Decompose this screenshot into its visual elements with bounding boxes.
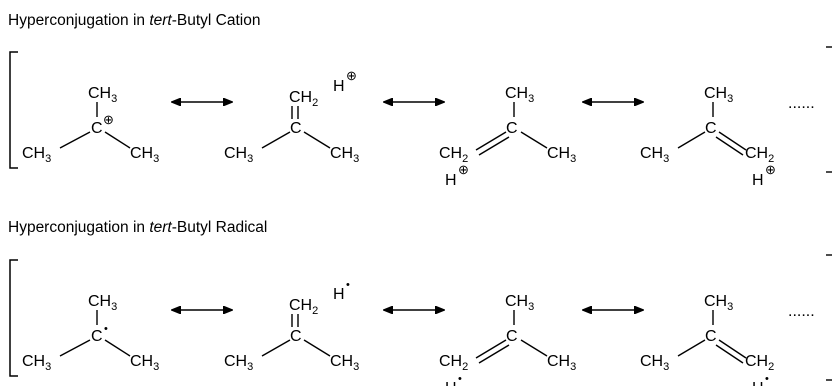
cation-s4-ch3-left: CH3	[640, 145, 669, 165]
cation-s3-bond-right	[520, 131, 548, 149]
cation-s1-ch3-left: CH3	[22, 145, 51, 165]
cation-s2-carbon: C	[290, 120, 302, 137]
cation-s3-ch3-right: CH3	[547, 145, 576, 165]
cation-s1-carbon: C	[91, 120, 103, 137]
cation-s4-double-a	[718, 131, 747, 151]
radical-s1-ch3-left: CH3	[22, 353, 51, 373]
cation-s3-h: H	[445, 172, 457, 189]
radical-s2-h-mark: •	[346, 279, 350, 291]
radical-s4-ch3-left: CH3	[640, 353, 669, 373]
cation-s1-bond-left	[59, 131, 91, 149]
cation-s1-charge: ⊕	[103, 112, 114, 127]
radical-s3-ch3-top: CH3	[505, 293, 534, 313]
radical-s4-ch2-right: CH2	[745, 353, 774, 373]
radical-ellipsis: ......	[788, 303, 815, 320]
radical-s3-ch3-right: CH3	[547, 353, 576, 373]
radical-s2-ch2-top: CH2	[289, 297, 318, 317]
radical-s1-ch3-right: CH3	[130, 353, 159, 373]
cation-s4-ch3-top: CH3	[704, 85, 733, 105]
radical-s4-double-a	[718, 339, 747, 359]
radical-s4-carbon: C	[705, 328, 717, 345]
radical-s2-ch3-left: CH3	[224, 353, 253, 373]
radical-s3-double-b	[478, 344, 510, 364]
radical-s2-bond-left	[261, 339, 291, 357]
cation-s4-ch2-right: CH2	[745, 145, 774, 165]
cation-left-bracket	[9, 51, 18, 169]
cation-s3-double-b	[478, 136, 510, 156]
cation-ellipsis: ......	[788, 95, 815, 112]
cation-s3-h-mark: ⊕	[458, 162, 469, 177]
cation-s3-ch2-left: CH2	[439, 145, 468, 165]
radical-s2-ch3-right: CH3	[330, 353, 359, 373]
cation-s1-bond-right	[104, 131, 131, 149]
radical-s1-radical: •	[104, 323, 108, 335]
radical-s4-h: H	[752, 380, 764, 386]
cation-s4-double-b	[715, 136, 744, 156]
cation-s2-bond-left	[261, 131, 291, 149]
radical-s1-bond-left	[59, 339, 91, 357]
cation-s3-double-a	[475, 131, 507, 151]
radical-left-bracket	[9, 259, 18, 377]
radical-s3-h: H	[445, 380, 457, 386]
radical-s4-bond-left	[677, 339, 706, 357]
radical-s1-ch3-top: CH3	[88, 293, 117, 313]
radical-s3-h-mark: •	[458, 373, 462, 385]
radical-s4-ch3-top: CH3	[704, 293, 733, 313]
radical-s1-bond-right	[104, 339, 131, 357]
radical-s2-bond-right	[303, 339, 331, 357]
radical-s4-h-mark: •	[765, 373, 769, 385]
cation-s2-h-mark: ⊕	[346, 68, 357, 83]
radical-s1-carbon: C	[91, 328, 103, 345]
cation-s2-ch3-right: CH3	[330, 145, 359, 165]
radical-s3-ch2-left: CH2	[439, 353, 468, 373]
cation-s2-ch2-top: CH2	[289, 89, 318, 109]
radical-s3-double-a	[475, 339, 507, 359]
radical-s3-carbon: C	[506, 328, 518, 345]
cation-s1-ch3-top: CH3	[88, 85, 117, 105]
cation-section-title: Hyperconjugation in tert-Butyl Cation	[8, 12, 261, 29]
cation-s2-ch3-left: CH3	[224, 145, 253, 165]
radical-section-title: Hyperconjugation in tert-Butyl Radical	[8, 219, 268, 236]
cation-s4-carbon: C	[705, 120, 717, 137]
cation-s3-carbon: C	[506, 120, 518, 137]
cation-s4-bond-left	[677, 131, 706, 149]
cation-s4-h-mark: ⊕	[765, 162, 776, 177]
cation-s3-ch3-top: CH3	[505, 85, 534, 105]
radical-s2-carbon: C	[290, 328, 302, 345]
cation-s1-ch3-right: CH3	[130, 145, 159, 165]
radical-s4-double-b	[715, 344, 744, 364]
cation-s4-h: H	[752, 172, 764, 189]
cation-s2-h: H	[333, 78, 345, 95]
radical-s3-bond-right	[520, 339, 548, 357]
cation-s2-bond-right	[303, 131, 331, 149]
radical-s2-h: H	[333, 286, 345, 303]
